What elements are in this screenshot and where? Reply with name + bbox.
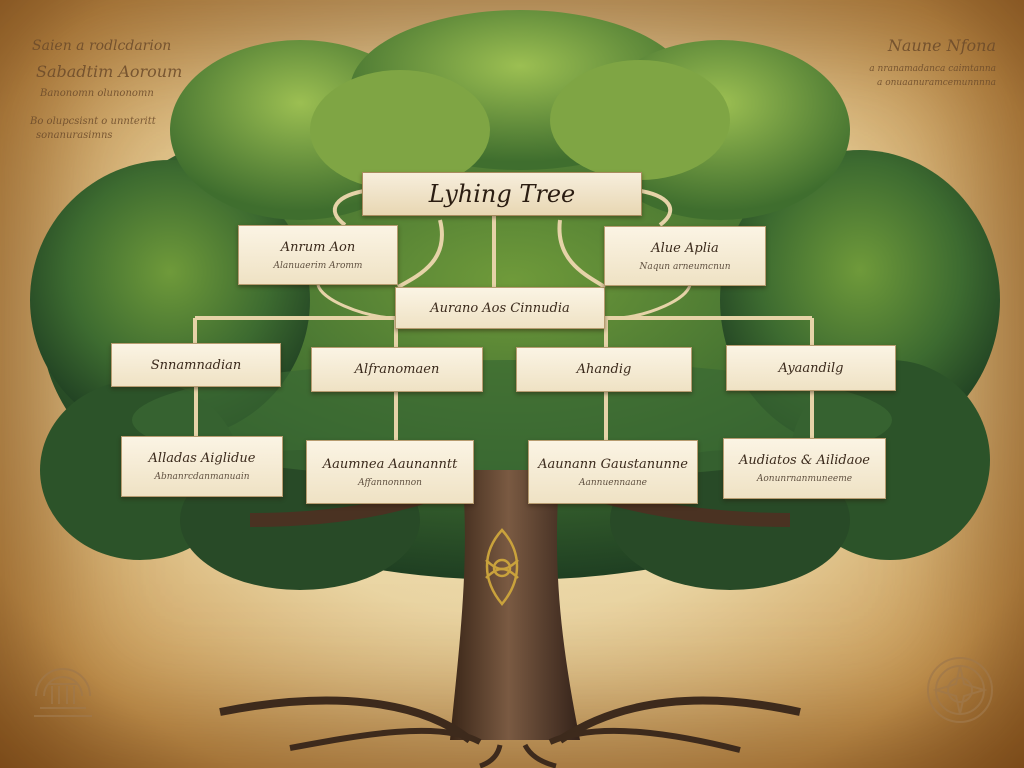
node-name: Audiatos & Ailidaoe [738, 453, 870, 468]
node-subtext: Aannuennaane [578, 477, 648, 488]
node-name: Alladas Aiglidue [148, 451, 256, 466]
tree-title-banner: Lyhing Tree [362, 172, 642, 216]
node-name: Aurano Aos Cinnudia [430, 300, 570, 316]
node-subtext: Aonunrnanmuneeme [756, 474, 853, 484]
family-node-bottom-1[interactable]: Alladas Aiglidue Abnanrcdanmanuain [121, 436, 283, 497]
family-node-bottom-3[interactable]: Aaunann Gaustanunne Aannuennaane [528, 440, 698, 504]
family-node-bottom-2[interactable]: Aaumnea Aaunanntt Affannonnnon [306, 440, 474, 504]
margin-note-left-5: sonanurasimns [36, 130, 113, 141]
node-name: Alfranomaen [354, 362, 440, 377]
node-name: Alue Aplia [651, 240, 719, 256]
tree-trunk [219, 470, 801, 768]
ornate-medallion-icon [927, 657, 993, 723]
celtic-knot-icon [485, 528, 519, 606]
node-name: Ayaandilg [778, 360, 844, 376]
margin-note-right-1: Naune Nfona [887, 36, 996, 55]
family-connectors [193, 188, 814, 440]
family-node-mid-1[interactable]: Snnamnadian [111, 343, 281, 387]
margin-note-left-4: Bo olupcsisnt o unnteritt [30, 116, 156, 127]
margin-note-left-3: Banonomn olunonomn [40, 88, 154, 99]
family-node-mid-4[interactable]: Ayaandilg [726, 345, 896, 391]
node-name: Ahandig [576, 362, 632, 377]
node-name: Aaumnea Aaunanntt [322, 456, 458, 472]
node-subtext: Naqun arneumcnun [639, 261, 731, 272]
family-node-bottom-4[interactable]: Audiatos & Ailidaoe Aonunrnanmuneeme [723, 438, 886, 499]
node-name: Aaunann Gaustanunne [538, 456, 688, 472]
family-node-top-right[interactable]: Alue Aplia Naqun arneumcnun [604, 226, 766, 286]
node-subtext: Affannonnnon [358, 477, 422, 488]
family-node-mid-2[interactable]: Alfranomaen [311, 347, 483, 392]
node-name: Anrum Aon [280, 239, 356, 255]
margin-note-left-1: Saien a rodlcdarion [32, 38, 172, 54]
margin-note-left-2: Sabadtim Aoroum [36, 62, 183, 81]
margin-note-right-3: a onuaanuramcemunnnna [876, 78, 996, 88]
node-subtext: Abnanrcdanmanuain [154, 472, 250, 482]
family-node-top-left[interactable]: Anrum Aon Alanuaerim Aromm [238, 225, 398, 285]
family-node-mid-3[interactable]: Ahandig [516, 347, 692, 392]
family-node-top-center[interactable]: Aurano Aos Cinnudia [395, 287, 605, 329]
node-subtext: Alanuaerim Aromm [273, 260, 363, 271]
tree-title: Lyhing Tree [428, 180, 576, 208]
margin-note-right-2: a nranamadanca caimtanna [869, 64, 996, 74]
temple-seal-icon [34, 668, 92, 717]
node-name: Snnamnadian [150, 357, 242, 373]
